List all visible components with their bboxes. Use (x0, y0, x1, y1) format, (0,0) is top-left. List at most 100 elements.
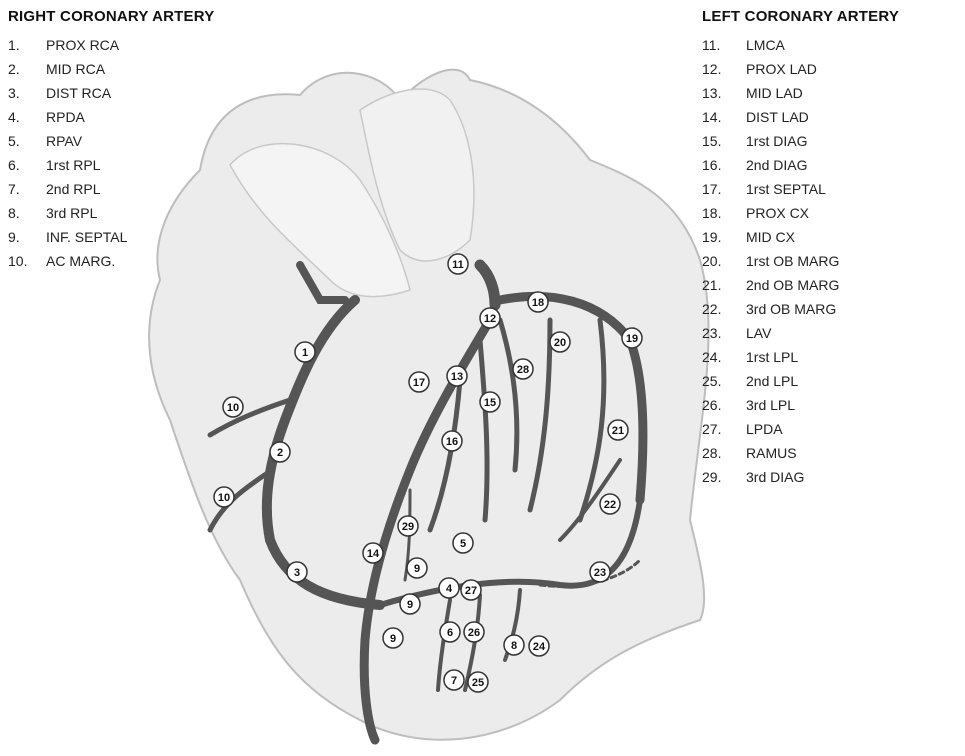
legend-label: RAMUS (746, 441, 797, 465)
legend-number: 9. (8, 225, 46, 249)
legend-number: 8. (8, 201, 46, 225)
legend-number: 20. (702, 249, 746, 273)
legend-number: 7. (8, 177, 46, 201)
legend-label: 2nd DIAG (746, 153, 807, 177)
legend-label: 3rd LPL (746, 393, 795, 417)
legend-item: 17.1rst SEPTAL (702, 177, 899, 201)
segment-marker-number: 14 (367, 548, 380, 560)
segment-marker-3: 3 (287, 562, 307, 582)
legend-label: 3rd OB MARG (746, 297, 836, 321)
legend-label: 1rst LPL (746, 345, 798, 369)
segment-marker-7: 7 (444, 670, 464, 690)
legend-item: 24.1rst LPL (702, 345, 899, 369)
segment-marker-number: 18 (532, 297, 544, 309)
segment-marker-12: 12 (480, 308, 500, 328)
legend-label: PROX CX (746, 201, 809, 225)
legend-number: 6. (8, 153, 46, 177)
segment-marker-14: 14 (363, 543, 383, 563)
legend-number: 24. (702, 345, 746, 369)
segment-marker-24: 24 (529, 636, 549, 656)
legend-label: LPDA (746, 417, 783, 441)
segment-marker-19: 19 (622, 328, 642, 348)
segment-marker-number: 20 (554, 337, 566, 349)
segment-marker-5: 5 (453, 533, 473, 553)
segment-marker-number: 2 (277, 447, 283, 459)
segment-marker-9: 9 (407, 558, 427, 578)
legend-item: 6.1rst RPL (8, 153, 214, 177)
right-coronary-list: 1.PROX RCA 2.MID RCA 3.DIST RCA 4.RPDA 5… (8, 33, 214, 273)
legend-number: 4. (8, 105, 46, 129)
legend-item: 3.DIST RCA (8, 81, 214, 105)
legend-number: 10. (8, 249, 46, 273)
legend-number: 12. (702, 57, 746, 81)
legend-number: 14. (702, 105, 746, 129)
segment-marker-17: 17 (409, 372, 429, 392)
legend-item: 26.3rd LPL (702, 393, 899, 417)
segment-marker-26: 26 (464, 622, 484, 642)
segment-marker-9: 9 (383, 628, 403, 648)
legend-item: 5.RPAV (8, 129, 214, 153)
legend-number: 23. (702, 321, 746, 345)
segment-marker-number: 17 (413, 377, 425, 389)
segment-marker-number: 16 (446, 436, 458, 448)
segment-marker-number: 21 (612, 425, 624, 437)
legend-label: MID CX (746, 225, 795, 249)
legend-number: 26. (702, 393, 746, 417)
legend-number: 1. (8, 33, 46, 57)
segment-marker-number: 27 (465, 585, 477, 597)
legend-label: AC MARG. (46, 249, 115, 273)
legend-number: 25. (702, 369, 746, 393)
legend-label: 3rd RPL (46, 201, 97, 225)
segment-marker-1: 1 (295, 342, 315, 362)
segment-marker-number: 10 (227, 402, 239, 414)
segment-marker-18: 18 (528, 292, 548, 312)
segment-marker-number: 6 (447, 627, 453, 639)
legend-number: 15. (702, 129, 746, 153)
segment-marker-number: 4 (446, 583, 453, 595)
legend-number: 11. (702, 33, 746, 57)
segment-marker-number: 22 (604, 499, 616, 511)
right-coronary-title: RIGHT CORONARY ARTERY (8, 8, 214, 25)
segment-marker-number: 23 (594, 567, 606, 579)
segment-marker-10: 10 (223, 397, 243, 417)
segment-marker-number: 19 (626, 333, 638, 345)
legend-label: 2nd RPL (46, 177, 100, 201)
legend-item: 10.AC MARG. (8, 249, 214, 273)
legend-label: 1rst DIAG (746, 129, 807, 153)
legend-label: 2nd OB MARG (746, 273, 839, 297)
segment-marker-number: 11 (452, 259, 464, 271)
legend-item: 1.PROX RCA (8, 33, 214, 57)
segment-marker-28: 28 (513, 359, 533, 379)
segment-marker-6: 6 (440, 622, 460, 642)
legend-number: 18. (702, 201, 746, 225)
segment-marker-number: 9 (407, 599, 413, 611)
legend-item: 13.MID LAD (702, 81, 899, 105)
legend-item: 27.LPDA (702, 417, 899, 441)
legend-label: RPAV (46, 129, 82, 153)
segment-marker-22: 22 (600, 494, 620, 514)
right-coronary-legend: RIGHT CORONARY ARTERY 1.PROX RCA 2.MID R… (8, 8, 214, 273)
segment-marker-25: 25 (468, 672, 488, 692)
segment-marker-23: 23 (590, 562, 610, 582)
segment-marker-number: 13 (451, 371, 463, 383)
segment-marker-21: 21 (608, 420, 628, 440)
segment-marker-number: 15 (484, 397, 496, 409)
legend-label: LAV (746, 321, 771, 345)
legend-label: PROX LAD (746, 57, 817, 81)
segment-marker-20: 20 (550, 332, 570, 352)
segment-marker-number: 26 (468, 627, 480, 639)
legend-number: 13. (702, 81, 746, 105)
legend-item: 18.PROX CX (702, 201, 899, 225)
segment-marker-number: 9 (390, 633, 396, 645)
legend-item: 16.2nd DIAG (702, 153, 899, 177)
legend-item: 20.1rst OB MARG (702, 249, 899, 273)
segment-marker-4: 4 (439, 578, 459, 598)
segment-marker-number: 5 (460, 538, 466, 550)
segment-marker-27: 27 (461, 580, 481, 600)
segment-marker-number: 28 (517, 364, 529, 376)
legend-number: 21. (702, 273, 746, 297)
legend-item: 7.2nd RPL (8, 177, 214, 201)
segment-marker-number: 10 (218, 492, 230, 504)
legend-number: 29. (702, 465, 746, 489)
segment-marker-number: 8 (511, 640, 517, 652)
